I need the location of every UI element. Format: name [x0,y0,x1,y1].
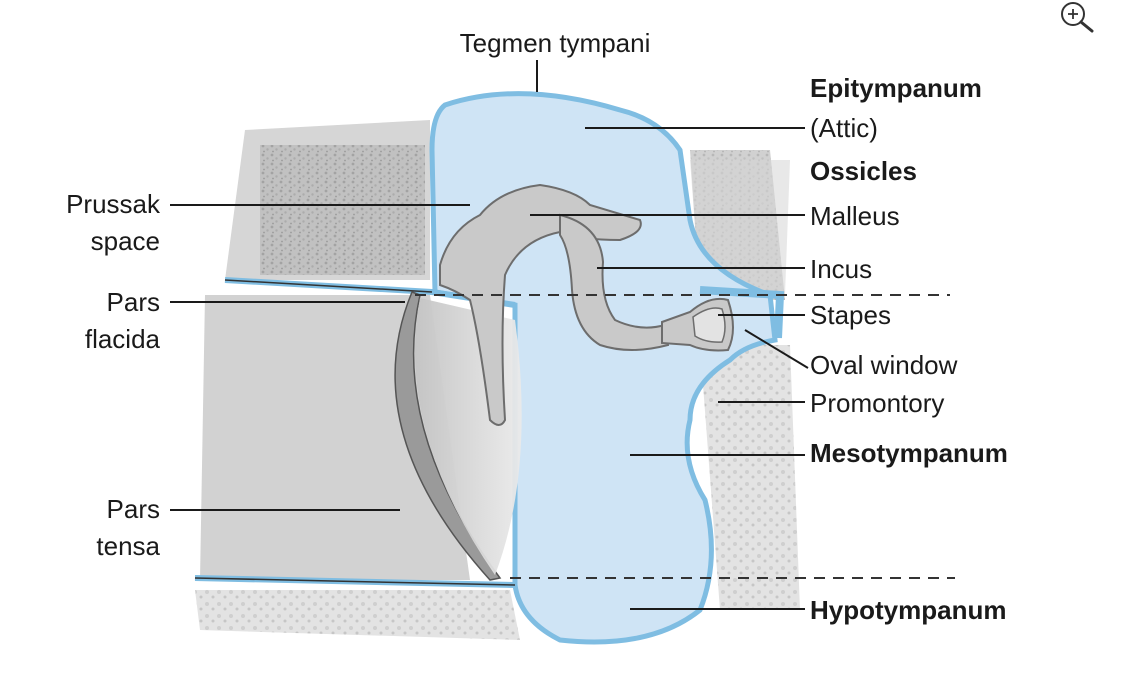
label-pars-flacida-line1: Pars [107,287,160,317]
label-promontory: Promontory [810,388,944,418]
malleus-shape [439,183,642,426]
label-ossicles: Ossicles [810,156,917,186]
incus-shape [559,213,670,351]
leader-lines [170,60,809,610]
label-pars-tensa-line2: tensa [96,531,160,561]
label-epitympanum: Epitympanum [810,73,982,103]
label-pars-flacida-line2: flacida [85,324,161,354]
zoom-in-icon[interactable] [1061,2,1094,33]
label-mesotympanum: Mesotympanum [810,438,1008,468]
label-hypotympanum: Hypotympanum [810,595,1006,625]
label-prussak-space-line1: Prussak [66,189,161,219]
label-stapes: Stapes [810,300,891,330]
label-prussak-space-line2: space [91,226,160,256]
label-attic: (Attic) [810,113,878,143]
ossicles [439,183,734,426]
label-tegmen-tympani: Tegmen tympani [460,28,651,58]
label-pars-tensa-line1: Pars [107,494,160,524]
label-malleus: Malleus [810,201,900,231]
label-oval-window: Oval window [810,350,958,380]
label-incus: Incus [810,254,872,284]
